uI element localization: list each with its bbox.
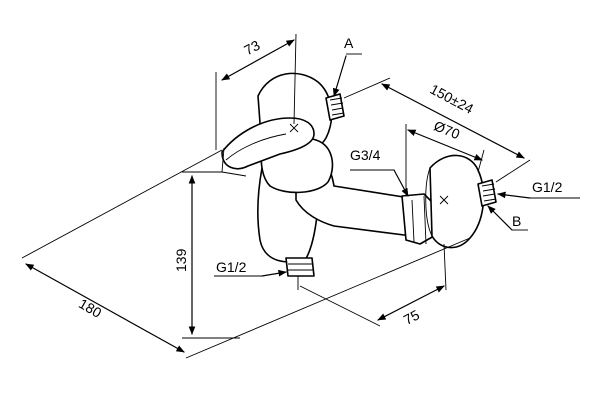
callout-b: B [487, 205, 528, 231]
callout-b-text: B [512, 213, 521, 229]
thread-g12-bottom-text: G1/2 [216, 259, 247, 275]
thread-g12-right: G1/2 [497, 179, 580, 199]
dim-73-text: 73 [241, 37, 262, 59]
thread-g34: G3/4 [350, 147, 409, 197]
faucet-body [221, 72, 497, 290]
thread-g12-bottom: G1/2 [214, 259, 287, 277]
callout-a: A [332, 35, 362, 97]
wall-flange [429, 154, 485, 249]
thread-g12-right-text: G1/2 [532, 179, 563, 195]
dimension-73: 73 [215, 33, 297, 150]
dim-70-text: Ø70 [432, 117, 463, 142]
thread-g34-text: G3/4 [350, 147, 381, 163]
dim-180-text: 180 [76, 295, 104, 321]
dimension-75: 75 [299, 243, 447, 328]
dimension-139: 139 [173, 171, 240, 339]
dimension-180: 180 [21, 149, 471, 359]
bottom-outlet [285, 257, 315, 277]
callout-a-text: A [344, 35, 354, 51]
dim-139-text: 139 [173, 248, 189, 272]
dim-75-text: 75 [401, 306, 422, 328]
